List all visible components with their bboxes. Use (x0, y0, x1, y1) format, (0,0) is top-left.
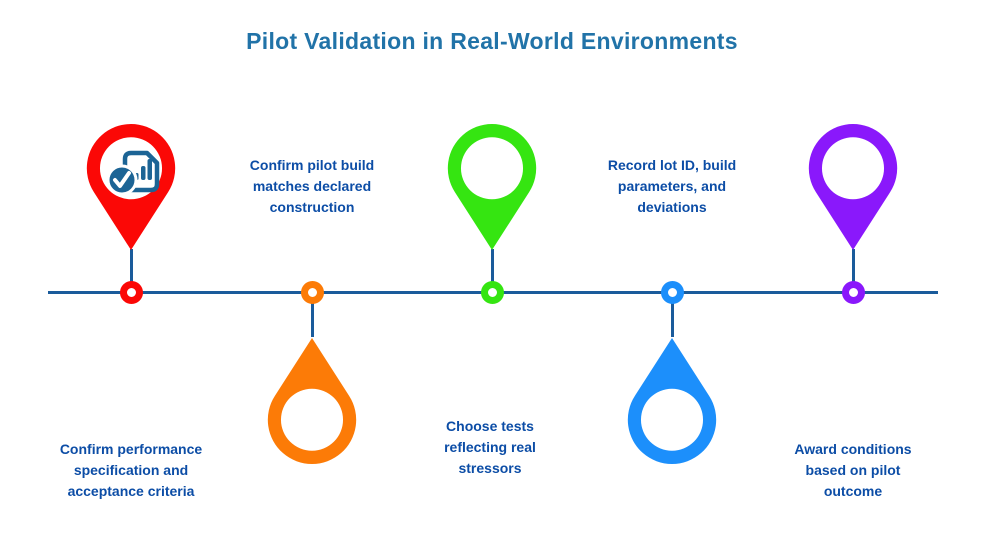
timeline-node-ring (841, 281, 865, 304)
pin-connector (129, 249, 133, 284)
timeline-node-ring (119, 281, 143, 304)
map-pin-icon (447, 124, 537, 251)
document-chart-check-icon (106, 150, 160, 196)
station-label: Confirm pilot build matches declared con… (249, 157, 375, 215)
station-label: Choose tests reflecting real stressors (444, 418, 536, 476)
station-label: Confirm performance specification and ac… (59, 441, 203, 499)
map-pin-icon (627, 337, 717, 464)
map-pin-icon (267, 337, 357, 464)
pin-connector (310, 302, 314, 337)
station-label: Award conditions based on pilot outcome (794, 441, 912, 499)
timeline-node-ring (300, 281, 324, 304)
map-pin-icon (808, 124, 898, 251)
timeline-node-ring (480, 281, 504, 304)
page-title: Pilot Validation in Real-World Environme… (246, 28, 738, 54)
pin-connector (670, 302, 674, 337)
pin-connector (490, 249, 494, 284)
pin-connector (851, 249, 855, 284)
timeline-node-ring (660, 281, 684, 304)
station-label: Record lot ID, build parameters, and dev… (607, 157, 737, 215)
